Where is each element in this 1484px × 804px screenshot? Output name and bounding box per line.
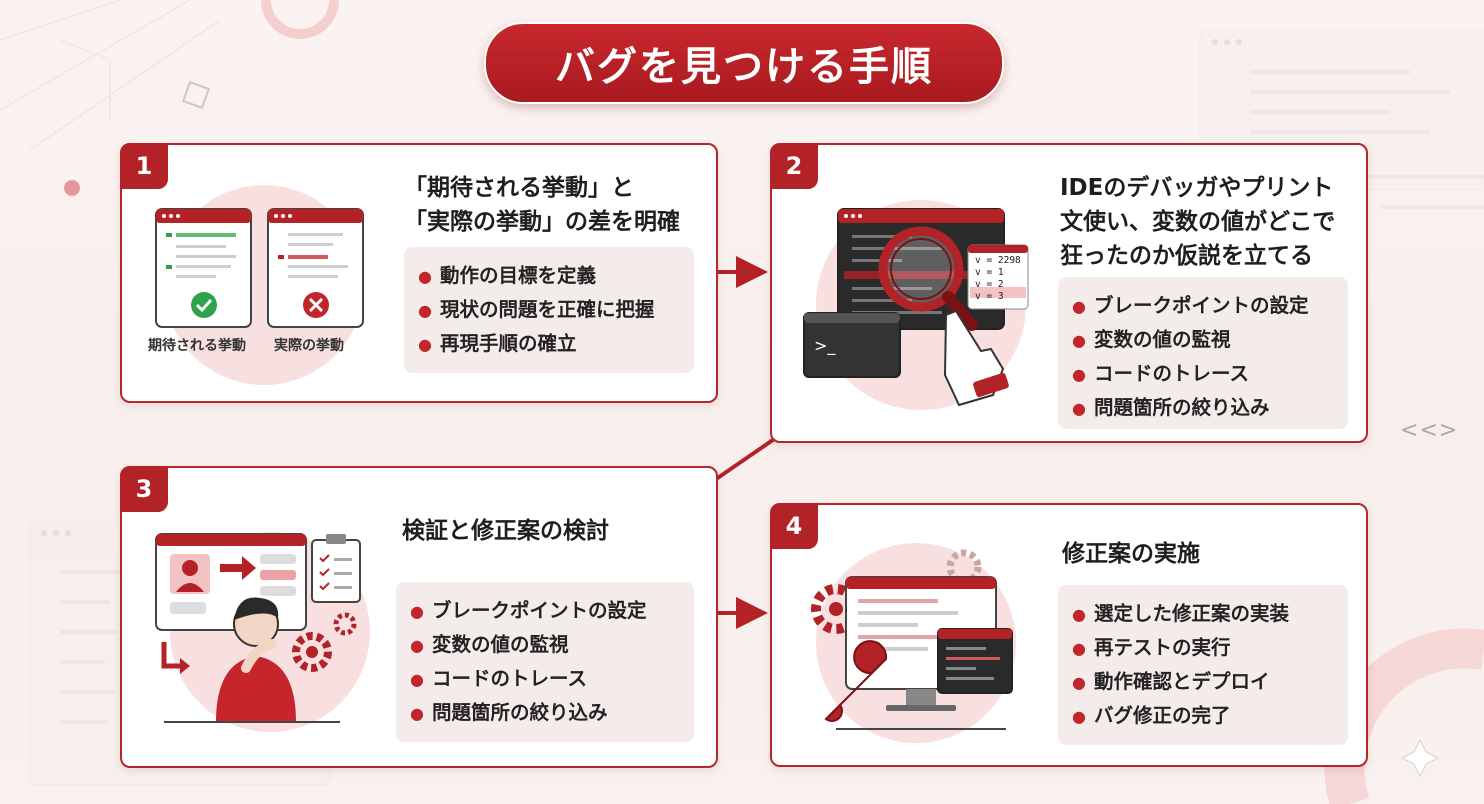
wrench-icon [824,640,888,722]
bullet-item: ●変数の値の監視 [1072,328,1231,351]
fix-implementation-illustration [811,543,1016,743]
step-card-2: 2 >_ v = 2298 v = 1 v = 2 v = 3 IDEのデバッガ… [770,143,1368,443]
page-title: バグを見つける手順 [484,22,1004,104]
debugger-illustration: >_ [803,200,1029,410]
step-bullet-list: ●ブレークポイントの設定 ●変数の値の監視 ●コードのトレース ●問題箇所の絞り… [396,582,694,742]
bullet-item: ●再現手順の確立 [418,332,577,355]
review-person-illustration [155,532,370,732]
step-card-1: 1 期待される挙動 実際の挙動 「期待される挙動」と 「実際の挙動」の差を明確 … [120,143,718,403]
checklist-icon [311,539,361,603]
magnifier-icon [878,226,964,312]
bullet-item: ●コードのトレース [1072,362,1249,385]
bullet-item: ●バグ修正の完了 [1072,704,1231,727]
caption-expected: 期待される挙動 [148,338,246,354]
terminal-prompt-icon: >_ [814,336,836,356]
bullet-item: ●コードのトレース [410,667,587,690]
bullet-item: ●現状の問題を正確に把握 [418,298,655,321]
step-card-4: 4 修正案の実施 ●選定した修正案の実装 ●再テストの実行 ●動作確認とデプロイ… [770,503,1368,767]
caption-actual: 実際の挙動 [274,338,344,354]
bullet-item: ●変数の値の監視 [410,633,569,656]
step-bullet-list: ●ブレークポイントの設定 ●変数の値の監視 ●コードのトレース ●問題箇所の絞り… [1058,277,1348,429]
step-bullet-list: ●動作の目標を定義 ●現状の問題を正確に把握 ●再現手順の確立 [404,247,694,373]
step-bullet-list: ●選定した修正案の実装 ●再テストの実行 ●動作確認とデプロイ ●バグ修正の完了 [1058,585,1348,745]
arrow-right-icon [220,556,256,580]
code-bracket-icon: <<> [1400,418,1459,443]
gear-icon [292,632,332,672]
bullet-item: ●動作の目標を定義 [418,264,596,287]
bullet-item: ●問題箇所の絞り込み [410,701,608,724]
bullet-item: ●ブレークポイントの設定 [1072,294,1309,317]
step-number-badge: 4 [770,503,818,549]
variable-readout: v = 2298 v = 1 v = 2 v = 3 [975,255,1021,302]
step-heading: 修正案の実施 [1062,541,1200,567]
step-number-badge: 1 [120,143,168,189]
thinking-person-icon [216,656,296,722]
step-heading: 「期待される挙動」と 「実際の挙動」の差を明確 [404,175,680,235]
page-title-text: バグを見つける手順 [555,44,933,90]
step-number-badge: 2 [770,143,818,189]
curved-arrow-icon [161,642,182,669]
step-number-badge: 3 [120,466,168,512]
step-heading: 検証と修正案の検討 [402,518,609,544]
bullet-item: ●再テストの実行 [1072,636,1231,659]
bullet-item: ●動作確認とデプロイ [1072,670,1270,693]
step-heading: IDEのデバッガやプリント 文使い、変数の値がどこで 狂ったのか仮説を立てる [1060,175,1336,269]
bullet-item: ●問題箇所の絞り込み [1072,396,1270,419]
user-avatar-icon [182,560,198,576]
bullet-item: ●選定した修正案の実装 [1072,602,1289,625]
check-icon [191,292,217,318]
bullet-item: ●ブレークポイントの設定 [410,599,647,622]
step-card-3: 3 検証と修正案の検討 ●ブレークポイントの設定 ●変数の値の監視 [120,466,718,768]
expected-vs-actual-illustration [155,185,364,385]
